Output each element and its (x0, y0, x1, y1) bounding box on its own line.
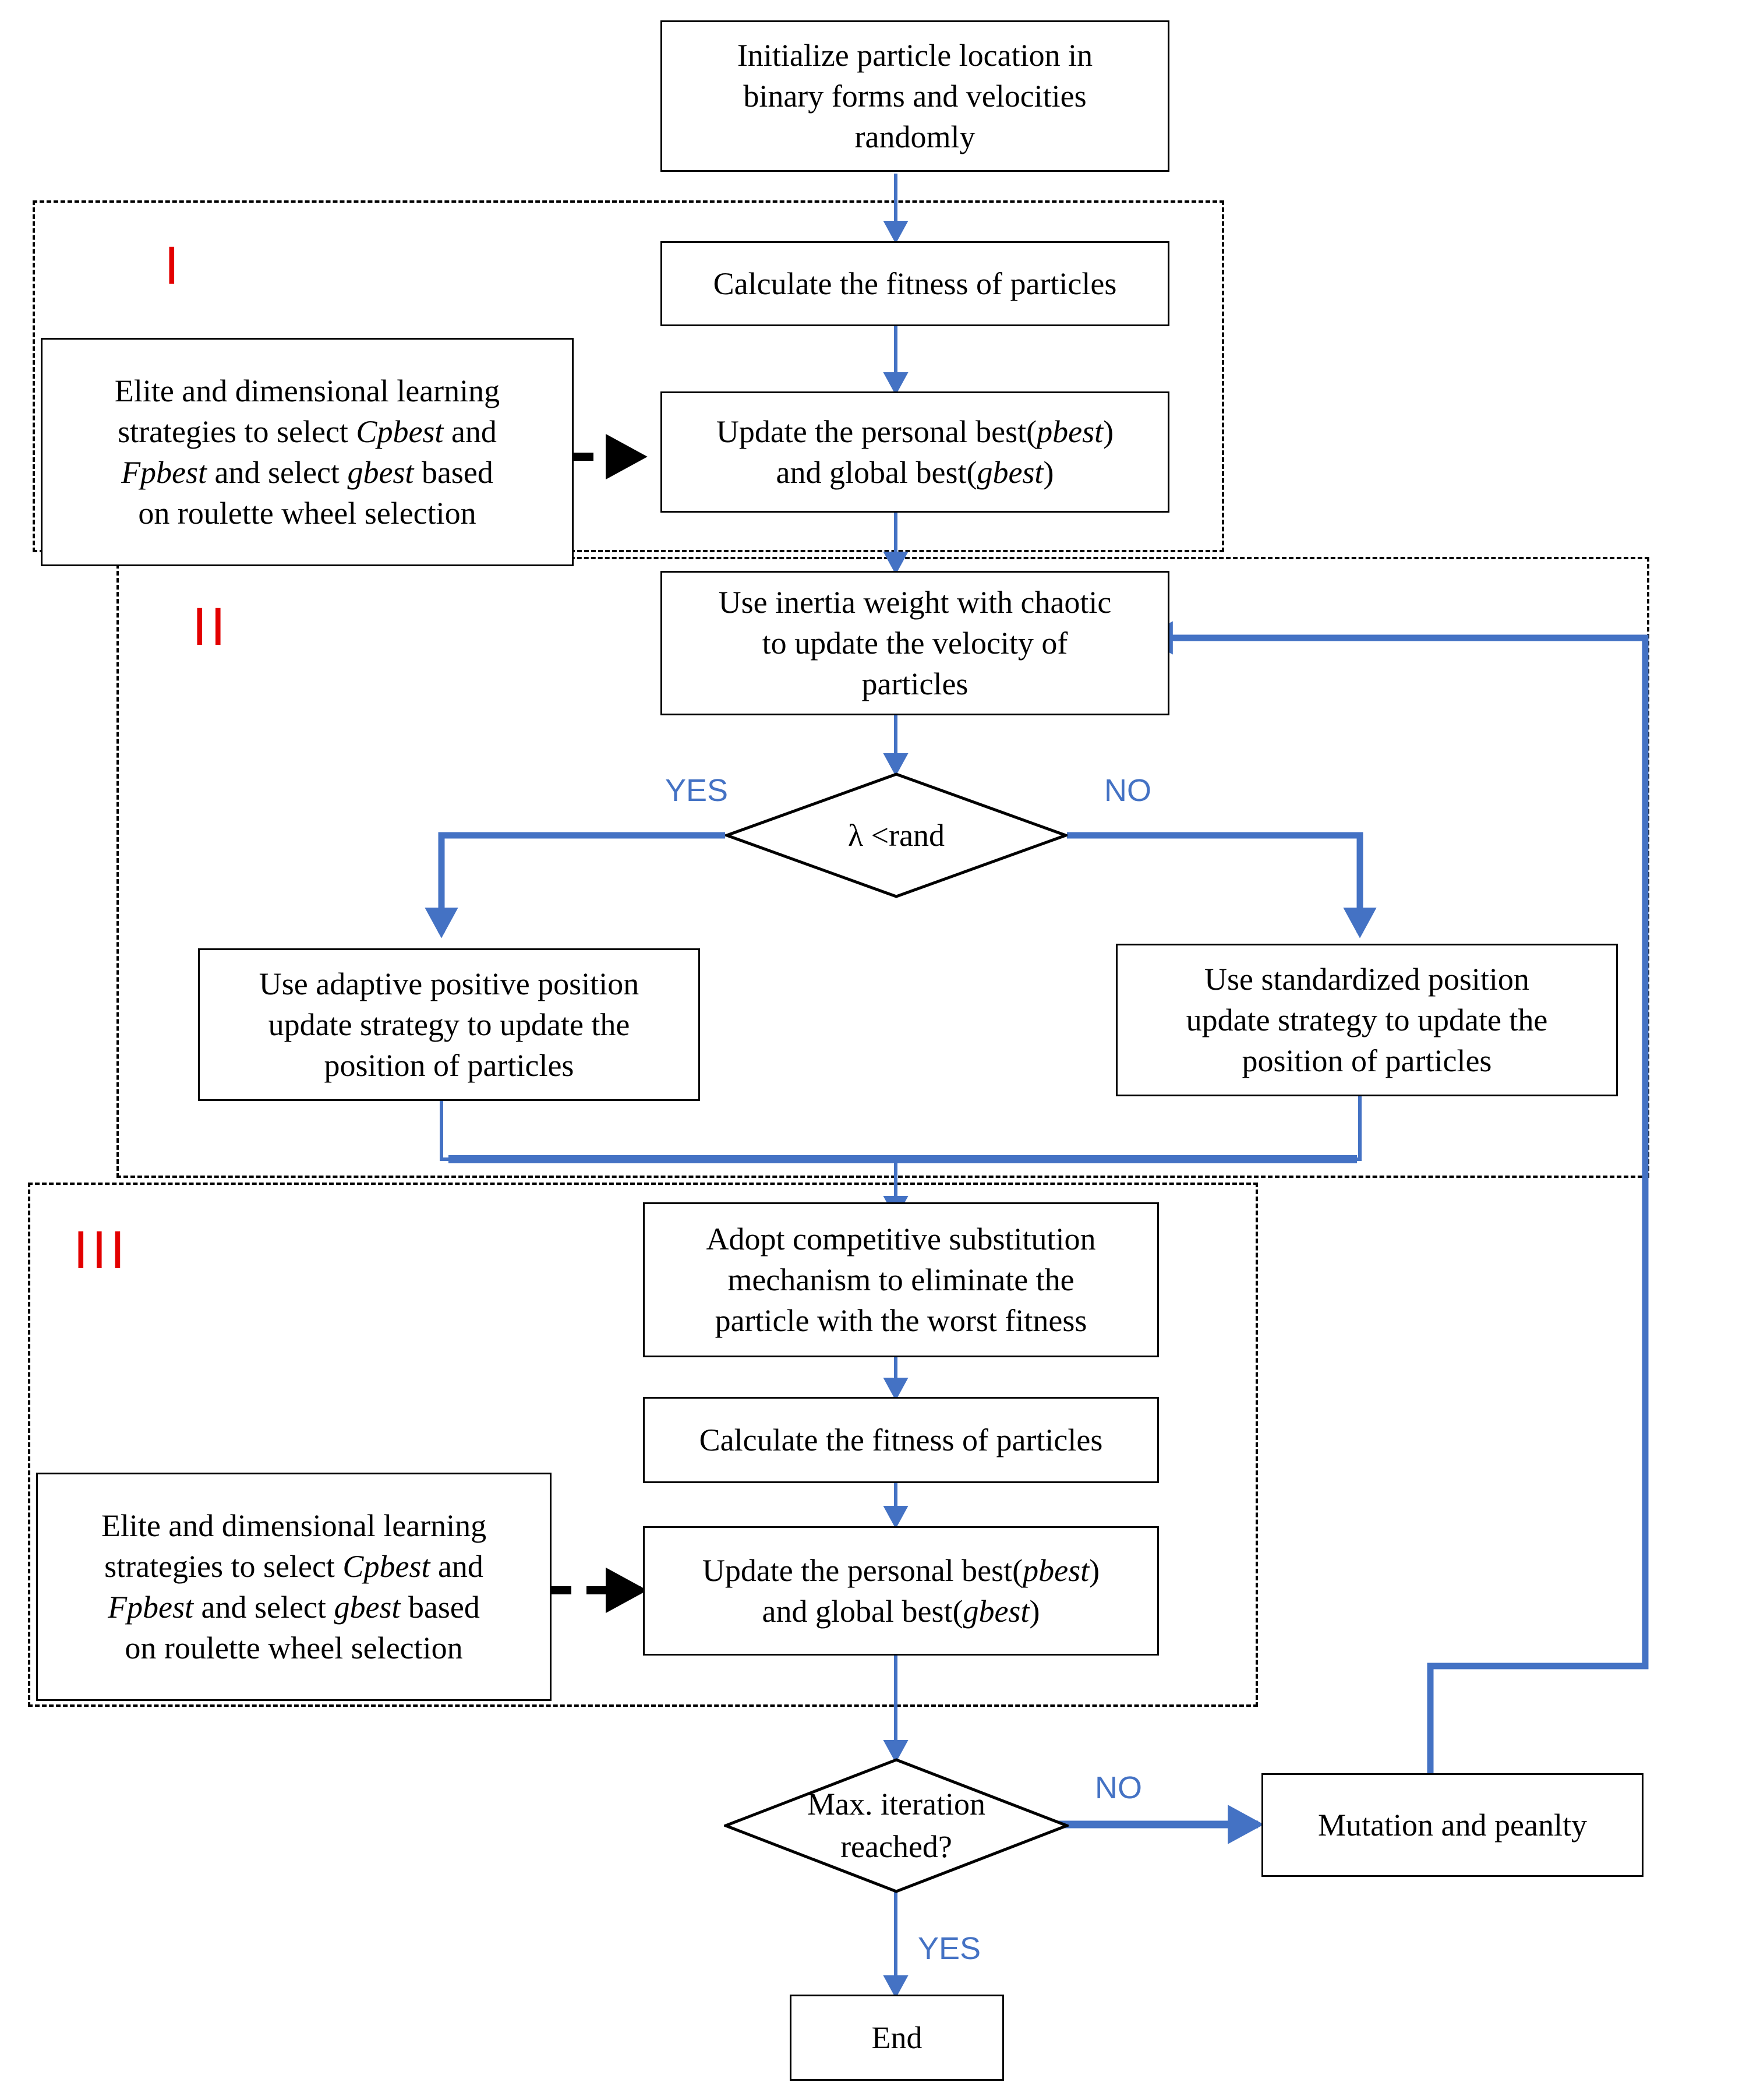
node-calculate-fitness-2[interactable]: Calculate the fitness of particles (643, 1397, 1159, 1483)
node-standard-line-1: Use standardized position (1204, 961, 1529, 997)
node-inertia-line-1: Use inertia weight with chaotic (718, 584, 1112, 620)
node-calculate-fitness-2-label: Calculate the fitness of particles (699, 1422, 1103, 1457)
node-initialize[interactable]: Initialize particle location in binary f… (660, 20, 1169, 172)
node-initialize-line-3: randomly (854, 119, 976, 155)
edge-label-lambda-no: NO (1104, 773, 1151, 808)
node-end[interactable]: End (790, 1995, 1004, 2081)
node-adaptive-position-update[interactable]: Use adaptive positive position update st… (198, 948, 700, 1101)
node-elite-strategy-1[interactable]: Elite and dimensional learning strategie… (41, 338, 574, 566)
node-end-label: End (871, 2020, 923, 2055)
node-calculate-fitness-1-label: Calculate the fitness of particles (713, 266, 1117, 301)
edge-label-maxiter-yes: YES (918, 1931, 981, 1966)
node-mutation-label: Mutation and peanlty (1318, 1807, 1587, 1843)
node-adaptive-line-3: position of particles (324, 1048, 574, 1083)
node-decision-lambda[interactable]: λ <rand (725, 772, 1068, 898)
node-standard-line-3: position of particles (1242, 1043, 1492, 1079)
node-adaptive-line-1: Use adaptive positive position (259, 966, 639, 1001)
node-standardized-position-update[interactable]: Use standardized position update strateg… (1116, 944, 1618, 1096)
node-initialize-line-1: Initialize particle location in (737, 37, 1093, 73)
node-competitive-line-1: Adopt competitive substitution (706, 1221, 1096, 1257)
node-calculate-fitness-1[interactable]: Calculate the fitness of particles (660, 241, 1169, 326)
node-decision-max-iteration[interactable]: Max. iteration reached? (724, 1758, 1069, 1893)
node-elite-strategy-2[interactable]: Elite and dimensional learning strategie… (36, 1473, 552, 1701)
node-adaptive-line-2: update strategy to update the (268, 1007, 630, 1042)
node-mutation-penalty[interactable]: Mutation and peanlty (1261, 1773, 1643, 1877)
node-competitive-line-3: particle with the worst fitness (715, 1303, 1087, 1339)
node-competitive-substitution[interactable]: Adopt competitive substitution mechanism… (643, 1202, 1159, 1357)
node-update-best-1[interactable]: Update the personal best(pbest) and glob… (660, 391, 1169, 513)
edge-label-maxiter-no: NO (1095, 1770, 1142, 1805)
region-marker-2: II (192, 597, 229, 657)
node-update-best-2[interactable]: Update the personal best(pbest) and glob… (643, 1526, 1159, 1656)
node-inertia-line-3: particles (861, 666, 969, 702)
node-inertia-weight[interactable]: Use inertia weight with chaotic to updat… (660, 571, 1169, 715)
region-marker-1: I (164, 236, 183, 295)
region-1-boundary (33, 200, 1224, 552)
node-initialize-line-2: binary forms and velocities (743, 78, 1087, 114)
node-standard-line-2: update strategy to update the (1186, 1002, 1548, 1037)
region-marker-3: III (73, 1220, 129, 1280)
node-inertia-line-2: to update the velocity of (762, 625, 1068, 661)
edge-label-lambda-yes: YES (665, 773, 729, 808)
node-competitive-line-2: mechanism to eliminate the (727, 1262, 1075, 1297)
